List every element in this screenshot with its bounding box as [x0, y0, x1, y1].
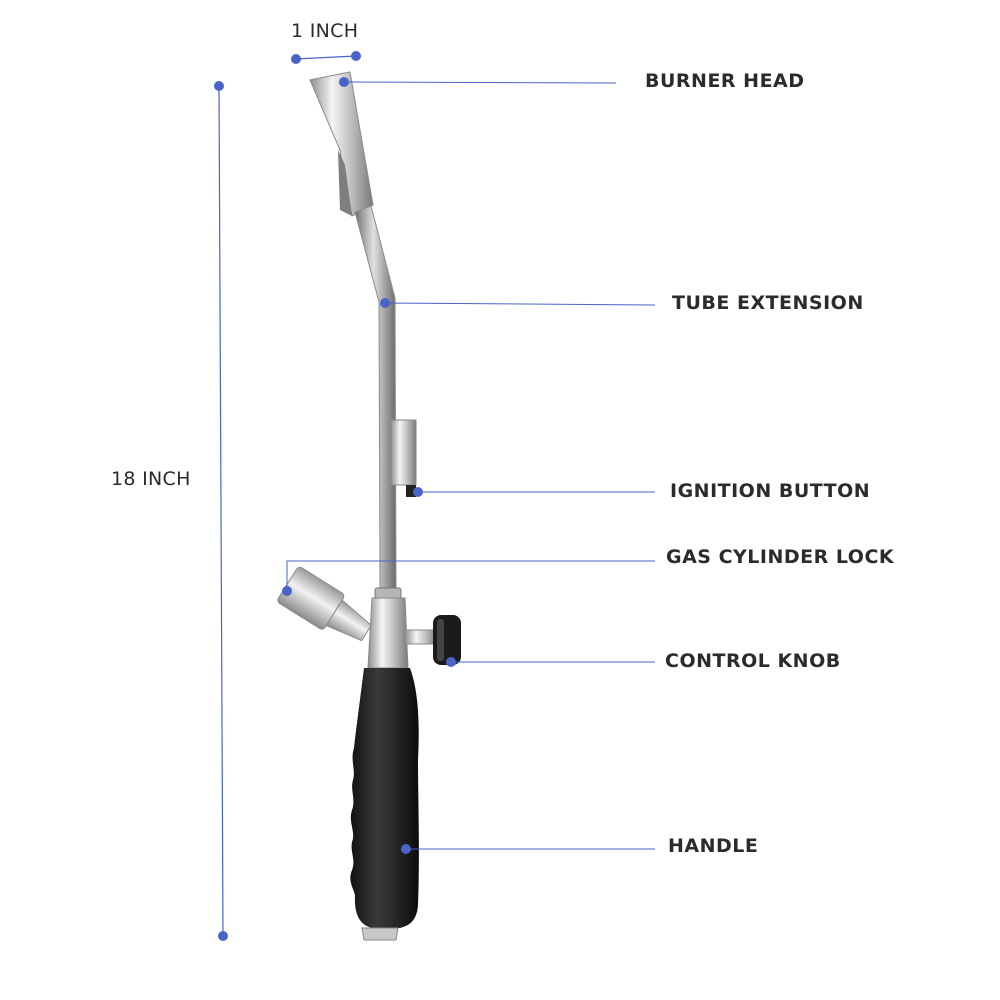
width-dimension	[291, 51, 361, 64]
callout-control-knob-leader	[446, 657, 655, 667]
ignition-bracket	[390, 419, 417, 497]
tube-extension	[354, 205, 397, 591]
callout-burner-head-leader	[339, 77, 617, 87]
height-dimension-dot-bottom	[218, 931, 228, 941]
tube-extension-label: TUBE EXTENSION	[672, 292, 864, 314]
width-dimension-label: 1 INCH	[291, 20, 359, 42]
gas-cylinder-lock-label: GAS CYLINDER LOCK	[666, 546, 895, 568]
collar	[374, 587, 402, 599]
height-dimension	[214, 81, 228, 941]
end-cap	[361, 927, 399, 941]
cylinder-connector	[277, 566, 372, 642]
callout-handle-leader	[401, 844, 655, 854]
control-knob-label: CONTROL KNOB	[665, 650, 841, 672]
width-dimension-dot-left	[291, 54, 301, 64]
handle-label: HANDLE	[668, 835, 759, 857]
burner-head	[309, 71, 374, 217]
width-dimension-dot-right	[351, 51, 361, 61]
height-dimension-label: 18 INCH	[111, 468, 191, 490]
ignition-button-label: IGNITION BUTTON	[670, 480, 871, 502]
height-dimension-dot-top	[214, 81, 224, 91]
burner-head-label: BURNER HEAD	[645, 70, 805, 92]
callout-tube-extension-leader	[380, 298, 656, 308]
torch	[277, 71, 461, 941]
handle	[350, 668, 419, 928]
callout-gas-cylinder-lock-leader	[282, 560, 655, 596]
valve-body	[367, 597, 409, 669]
control-knob	[404, 615, 461, 665]
callout-ignition-button-leader	[413, 487, 655, 497]
